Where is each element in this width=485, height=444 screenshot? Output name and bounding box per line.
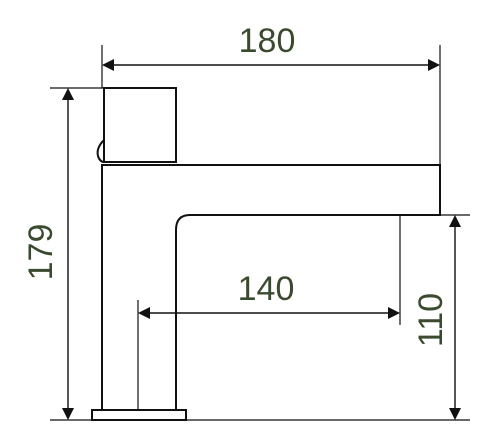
dim-label-180: 180 (239, 22, 296, 60)
faucet-outline (91, 87, 441, 421)
extension-lines (50, 45, 470, 421)
dim-label-110: 110 (412, 293, 450, 347)
dimension-lines (62, 59, 461, 420)
handle-block (103, 87, 177, 163)
dim-label-140: 140 (238, 270, 295, 308)
body-and-spout (101, 164, 441, 418)
base-plate (91, 409, 187, 421)
dim-label-179: 179 (22, 224, 60, 281)
handle-side-cap (96, 139, 105, 163)
